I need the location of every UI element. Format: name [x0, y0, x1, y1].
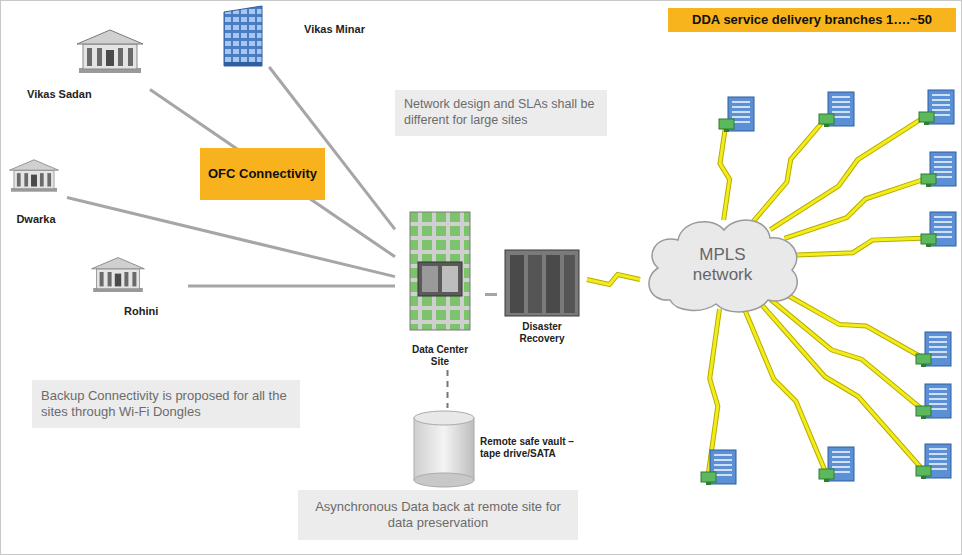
- branch-server: [819, 447, 854, 482]
- branch-server: [916, 384, 951, 419]
- node-text: Data Center Site: [405, 344, 475, 368]
- branch-link: [785, 178, 929, 238]
- backup-link: [447, 370, 448, 408]
- branch-server: [916, 444, 951, 479]
- lightning-outline: [785, 178, 929, 238]
- site-building: [9, 160, 58, 192]
- site-label: Vikas Minar: [218, 5, 388, 67]
- link-line: [485, 294, 497, 295]
- node-text: Asynchronous Data back at remote site fo…: [307, 499, 569, 532]
- fiber-link: [67, 197, 395, 276]
- network-cloud: MPLS network: [640, 212, 805, 317]
- lightning-stroke: [770, 299, 923, 410]
- node-text: Backup Connectivity is proposed for all …: [41, 388, 291, 421]
- node-text: OFC Connectivity: [208, 166, 317, 182]
- note-box: Backup Connectivity is proposed for all …: [32, 380, 300, 428]
- branch-link: [720, 123, 730, 220]
- fiber-link: [188, 286, 395, 287]
- site-building: [92, 258, 145, 292]
- site-building: [77, 30, 143, 73]
- tower-building: [224, 6, 262, 66]
- branch-server: [819, 92, 854, 127]
- node-text: Remote safe vault – tape drive/SATA: [480, 436, 581, 460]
- branch-server: [719, 97, 754, 132]
- branch-link: [797, 238, 928, 255]
- lightning-stroke: [797, 238, 928, 255]
- connector-line: [67, 197, 395, 276]
- site-label: Vikas Sadan: [25, 28, 150, 100]
- lightning-outline: [797, 238, 928, 255]
- node-text: Rohini: [124, 305, 158, 317]
- node-text: Network design and SLAs shall be differe…: [404, 97, 598, 128]
- connector-line: [188, 285, 395, 288]
- lightning-outline: [770, 299, 923, 410]
- wireless-link: [587, 275, 640, 285]
- connector-line: [150, 90, 395, 257]
- lightning-outline: [752, 118, 826, 223]
- node-text: Vikas Sadan: [27, 88, 92, 100]
- lightning-stroke: [744, 307, 826, 473]
- lightning-stroke: [752, 118, 826, 223]
- site-label: Rohini: [88, 255, 188, 317]
- node-text: DDA service delivery branches 1….~50: [692, 12, 932, 28]
- lightning-stroke: [770, 116, 926, 230]
- connector-line: [485, 293, 497, 296]
- branch-link: [770, 116, 926, 230]
- node-text: Vikas Minar: [304, 23, 365, 35]
- callout-box: OFC Connectivity: [200, 148, 325, 200]
- node-text: MPLS network: [670, 245, 775, 285]
- lightning-outline: [587, 275, 640, 285]
- branch-link: [770, 299, 923, 410]
- branch-server: [921, 152, 956, 187]
- cloud-shape: [649, 220, 797, 312]
- branch-link: [744, 307, 826, 473]
- connector-line: [447, 370, 449, 408]
- branch-server: [701, 450, 736, 485]
- storage-vault: Remote safe vault – tape drive/SATA: [410, 408, 585, 488]
- branch-server: [921, 212, 956, 247]
- lightning-stroke: [587, 275, 640, 285]
- server-rack: [505, 250, 579, 316]
- site-label: Dwarka: [5, 155, 67, 225]
- branch-server: [916, 332, 951, 367]
- lightning-outline: [720, 123, 730, 220]
- callout-box: DDA service delivery branches 1….~50: [668, 8, 956, 32]
- node-text: Dwarka: [16, 213, 55, 225]
- lightning-stroke: [720, 123, 730, 220]
- branch-server: [919, 90, 954, 125]
- lightning-outline: [770, 116, 926, 230]
- lightning-stroke: [785, 178, 929, 238]
- fiber-link: [150, 90, 395, 257]
- storage-cylinder: [414, 411, 474, 487]
- lightning-outline: [744, 307, 826, 473]
- data-center-building: [410, 212, 470, 330]
- note-box: Asynchronous Data back at remote site fo…: [298, 490, 578, 540]
- branch-link: [752, 118, 826, 223]
- disaster-recovery: Disaster Recovery: [497, 242, 587, 347]
- note-box: Network design and SLAs shall be differe…: [395, 90, 607, 136]
- node-text: Disaster Recovery: [505, 321, 579, 345]
- data-center: Data Center Site: [395, 205, 485, 370]
